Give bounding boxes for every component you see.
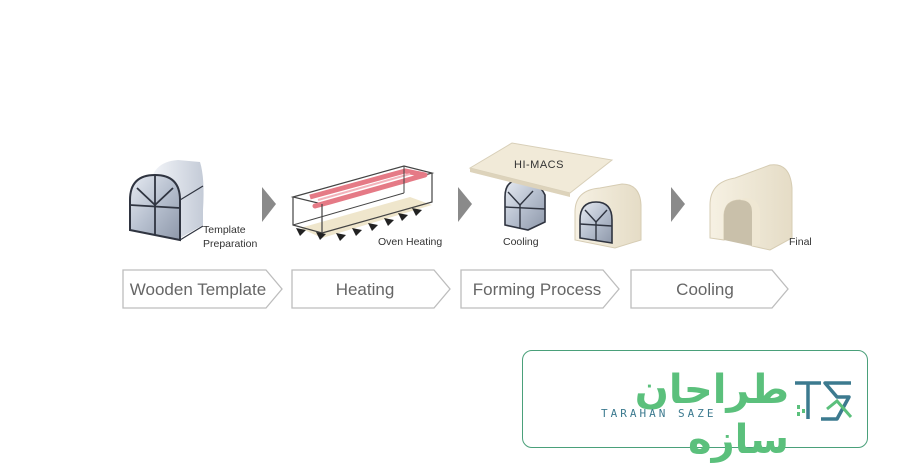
final-piece-illustration bbox=[709, 164, 793, 251]
label-hi-macs: HI-MACS bbox=[514, 159, 564, 171]
step-label: Wooden Template bbox=[130, 280, 266, 299]
step-label: Heating bbox=[336, 280, 395, 299]
oven-heating-illustration bbox=[290, 165, 435, 241]
step-banner-forming-process: Forming Process bbox=[460, 269, 620, 309]
label-cooling-small: Cooling bbox=[503, 236, 539, 248]
step-label: Cooling bbox=[676, 280, 734, 299]
logo-mark-icon bbox=[795, 381, 853, 421]
wooden-template-illustration bbox=[129, 160, 204, 242]
step-banner-wooden-template: Wooden Template bbox=[122, 269, 283, 309]
flow-arrow bbox=[671, 187, 685, 222]
step-label: Forming Process bbox=[473, 280, 601, 299]
label-template: Template bbox=[203, 224, 246, 236]
flow-arrow bbox=[262, 187, 276, 222]
flow-arrow bbox=[458, 187, 472, 222]
forming-process-illustration bbox=[468, 142, 642, 249]
logo-persian-text: طراحان سازه bbox=[634, 367, 789, 463]
logo-latin-text: TARAHAN SAZE bbox=[601, 407, 717, 420]
label-preparation: Preparation bbox=[203, 238, 257, 250]
tarahan-saze-logo: طراحان سازه TARAHAN SAZE bbox=[522, 350, 868, 463]
step-banner-cooling: Cooling bbox=[630, 269, 789, 309]
label-final: Final bbox=[789, 236, 812, 248]
label-oven-heating: Oven Heating bbox=[378, 236, 442, 248]
step-banner-heating: Heating bbox=[291, 269, 451, 309]
